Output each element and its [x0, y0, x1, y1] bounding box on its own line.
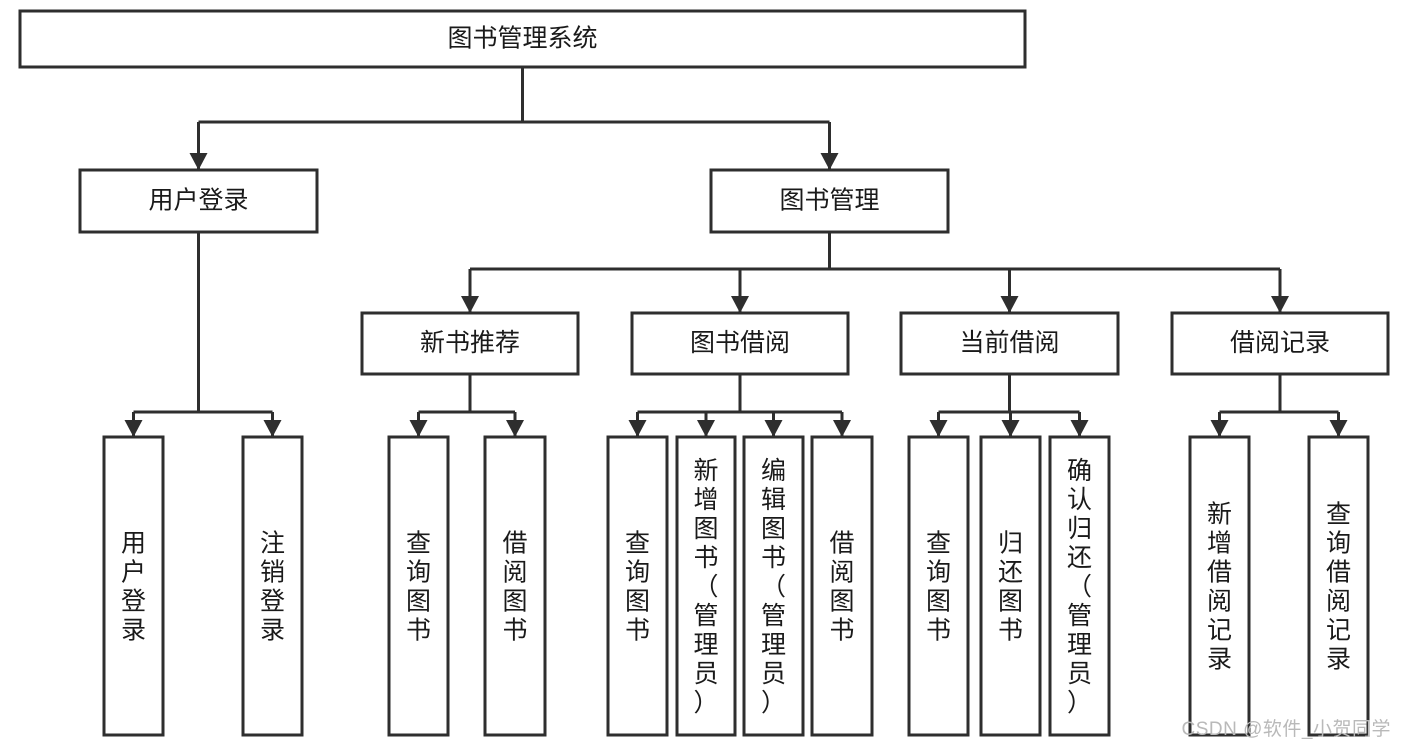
node-leaf-borrow-book-1[interactable]: 借阅图书	[483, 435, 547, 737]
node-leaf-logout[interactable]: 注销登录	[241, 435, 304, 737]
arrow-head-icon	[697, 420, 715, 437]
node-label: 借阅图书	[829, 529, 854, 644]
node-box	[78, 168, 319, 234]
arrow-head-icon	[506, 420, 524, 437]
node-box	[241, 435, 304, 737]
arrow-head-icon	[1000, 296, 1019, 313]
node-box	[742, 435, 805, 737]
node-label: 新增借阅记录	[1207, 500, 1232, 673]
node-new-book-rec[interactable]: 新书推荐	[360, 311, 580, 376]
arrow-head-icon	[1271, 296, 1289, 313]
arrow-head-icon	[1001, 420, 1020, 437]
node-label: 用户登录	[148, 187, 248, 215]
node-box	[606, 435, 669, 737]
arrow-head-icon	[461, 296, 479, 313]
node-label: 查询图书	[926, 529, 951, 644]
connector-layer	[124, 67, 1348, 437]
node-book-manage[interactable]: 图书管理	[709, 168, 950, 234]
arrow-head-icon	[929, 420, 948, 437]
node-label: 借阅记录	[1230, 329, 1330, 357]
arrow-head-icon	[1070, 420, 1089, 437]
arrow-head-icon	[628, 420, 647, 437]
node-label: 图书管理	[779, 187, 879, 215]
node-label: 新书推荐	[420, 329, 520, 357]
node-leaf-query-book-2[interactable]: 查询图书	[606, 435, 669, 737]
arrow-head-icon	[1329, 420, 1348, 437]
node-leaf-confirm-return[interactable]: 确认归还（管理员）	[1048, 435, 1111, 737]
node-leaf-user-login[interactable]: 用户登录	[102, 435, 165, 737]
node-label: 查询图书	[406, 529, 431, 644]
watermark: CSDN @软件_小贺同学	[1181, 719, 1391, 740]
arrow-head-icon	[1210, 420, 1229, 437]
node-box	[1048, 435, 1111, 737]
node-box	[1170, 311, 1390, 376]
node-label: 图书管理系统	[447, 25, 597, 53]
node-label: 图书借阅	[690, 329, 790, 357]
node-box	[360, 311, 580, 376]
node-root[interactable]: 图书管理系统	[18, 9, 1027, 69]
node-label: 注销登录	[260, 529, 285, 644]
node-box	[387, 435, 450, 737]
arrow-head-icon	[764, 420, 783, 437]
node-box	[979, 435, 1042, 737]
node-leaf-add-book[interactable]: 新增图书（管理员）	[675, 435, 737, 737]
node-box	[899, 311, 1120, 376]
arrow-head-icon	[731, 296, 749, 313]
node-label: 新增图书（管理员）	[693, 457, 718, 717]
node-book-borrow[interactable]: 图书借阅	[630, 311, 850, 376]
node-box	[483, 435, 547, 737]
node-box	[1307, 435, 1370, 737]
node-box	[709, 168, 950, 234]
arrow-head-icon	[833, 420, 851, 437]
arrow-head-icon	[820, 153, 839, 170]
arrow-head-icon	[263, 420, 282, 437]
node-box	[810, 435, 874, 737]
node-label: 当前借阅	[959, 329, 1059, 357]
arrow-head-icon	[124, 420, 143, 437]
node-leaf-query-record[interactable]: 查询借阅记录	[1307, 435, 1370, 737]
node-label: 编辑图书（管理员）	[761, 457, 786, 717]
node-user-login[interactable]: 用户登录	[78, 168, 319, 234]
node-label: 归还图书	[998, 529, 1023, 644]
node-borrow-record[interactable]: 借阅记录	[1170, 311, 1390, 376]
node-label: 借阅图书	[502, 529, 527, 644]
node-leaf-borrow-book-2[interactable]: 借阅图书	[810, 435, 874, 737]
arrow-head-icon	[409, 420, 428, 437]
node-leaf-return-book[interactable]: 归还图书	[979, 435, 1042, 737]
node-leaf-add-record[interactable]: 新增借阅记录	[1188, 435, 1251, 737]
node-current-borrow[interactable]: 当前借阅	[899, 311, 1120, 376]
node-box	[630, 311, 850, 376]
node-label: 查询借阅记录	[1326, 500, 1351, 673]
node-label: 查询图书	[625, 529, 650, 644]
node-box	[18, 9, 1027, 69]
node-box	[102, 435, 165, 737]
arrow-head-icon	[189, 153, 208, 170]
node-label: 确认归还（管理员）	[1067, 457, 1092, 717]
node-leaf-query-book-3[interactable]: 查询图书	[907, 435, 970, 737]
node-box	[907, 435, 970, 737]
node-leaf-query-book-1[interactable]: 查询图书	[387, 435, 450, 737]
node-layer: 图书管理系统用户登录图书管理新书推荐图书借阅当前借阅借阅记录用户登录注销登录查询…	[18, 9, 1390, 737]
node-label: 用户登录	[121, 529, 146, 644]
node-box	[1188, 435, 1251, 737]
node-leaf-edit-book[interactable]: 编辑图书（管理员）	[742, 435, 805, 737]
node-box	[675, 435, 737, 737]
